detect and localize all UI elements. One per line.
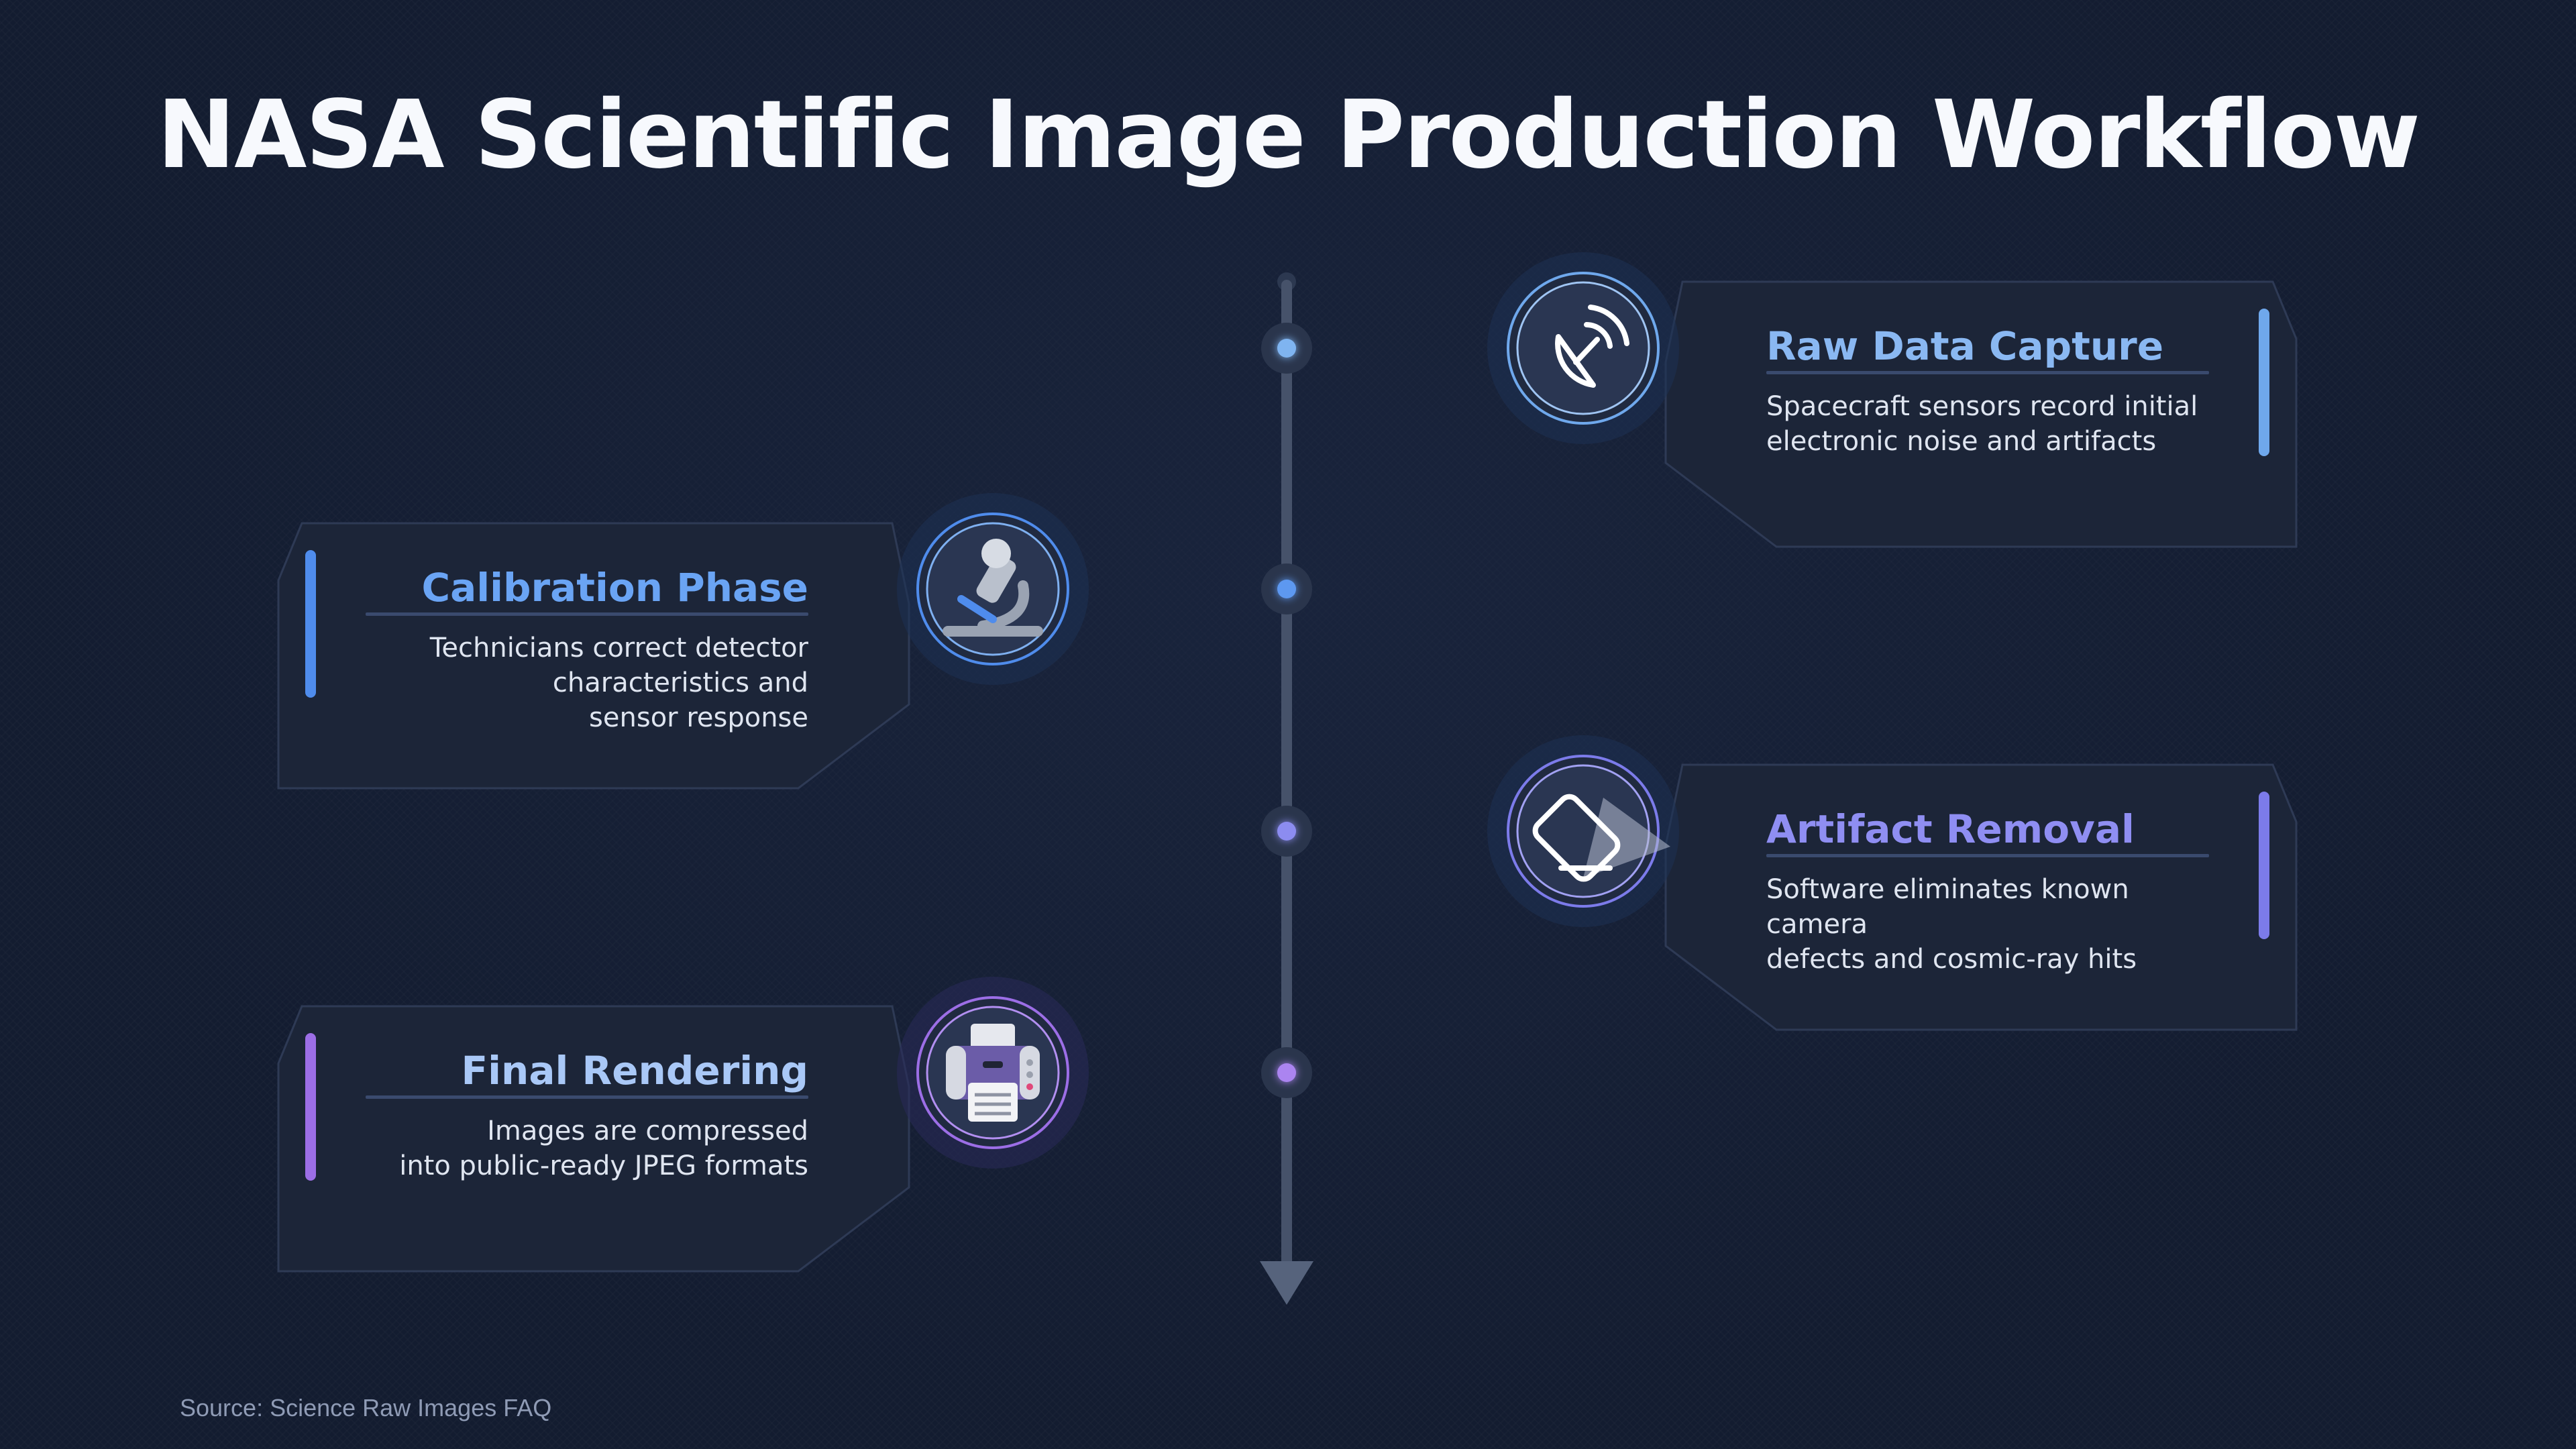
eraser-icon bbox=[1486, 734, 1680, 928]
step-heading: Raw Data Capture bbox=[1766, 323, 2164, 369]
card-shape bbox=[277, 522, 910, 790]
page-title: NASA Scientific Image Production Workflo… bbox=[156, 80, 2420, 190]
step-card-artifact-removal: Artifact Removal Software eliminates kno… bbox=[1664, 763, 2298, 1031]
step-card-raw-data-capture: Raw Data Capture Spacecraft sensors reco… bbox=[1664, 280, 2298, 548]
step-card-final-rendering: Final Rendering Images are compressed in… bbox=[277, 1005, 910, 1273]
source-caption: Source: Science Raw Images FAQ bbox=[180, 1394, 552, 1421]
node-dot-step-2 bbox=[1277, 580, 1296, 598]
step-heading: Final Rendering bbox=[461, 1048, 808, 1093]
card-shape bbox=[1664, 280, 2298, 548]
card-accent-bar bbox=[305, 550, 316, 698]
step-description: Spacecraft sensors record initial electr… bbox=[1766, 391, 2198, 457]
heading-divider bbox=[366, 1095, 808, 1099]
timeline-arrowhead bbox=[1260, 1261, 1313, 1305]
step-card-calibration-phase: Calibration Phase Technicians correct de… bbox=[277, 522, 910, 790]
card-shape bbox=[277, 1005, 910, 1273]
heading-divider bbox=[366, 612, 808, 616]
card-accent-bar bbox=[2259, 309, 2269, 456]
step-description: Images are compressed into public-ready … bbox=[399, 1116, 808, 1181]
satellite-dish-icon bbox=[1486, 251, 1680, 445]
card-accent-bar bbox=[305, 1033, 316, 1181]
node-dot-step-4 bbox=[1277, 1063, 1296, 1082]
node-dot-step-1 bbox=[1277, 339, 1296, 358]
heading-divider bbox=[1766, 371, 2209, 374]
heading-divider bbox=[1766, 854, 2209, 857]
node-dot-step-3 bbox=[1277, 822, 1296, 841]
card-accent-bar bbox=[2259, 792, 2269, 939]
step-heading: Calibration Phase bbox=[421, 565, 808, 610]
step-heading: Artifact Removal bbox=[1766, 806, 2135, 852]
microscope-icon bbox=[896, 492, 1090, 686]
printer-icon bbox=[896, 975, 1090, 1170]
card-shape bbox=[1664, 763, 2298, 1031]
step-description: Technicians correct detector characteris… bbox=[429, 633, 808, 733]
step-description: Software eliminates known camera defects… bbox=[1766, 874, 2137, 975]
